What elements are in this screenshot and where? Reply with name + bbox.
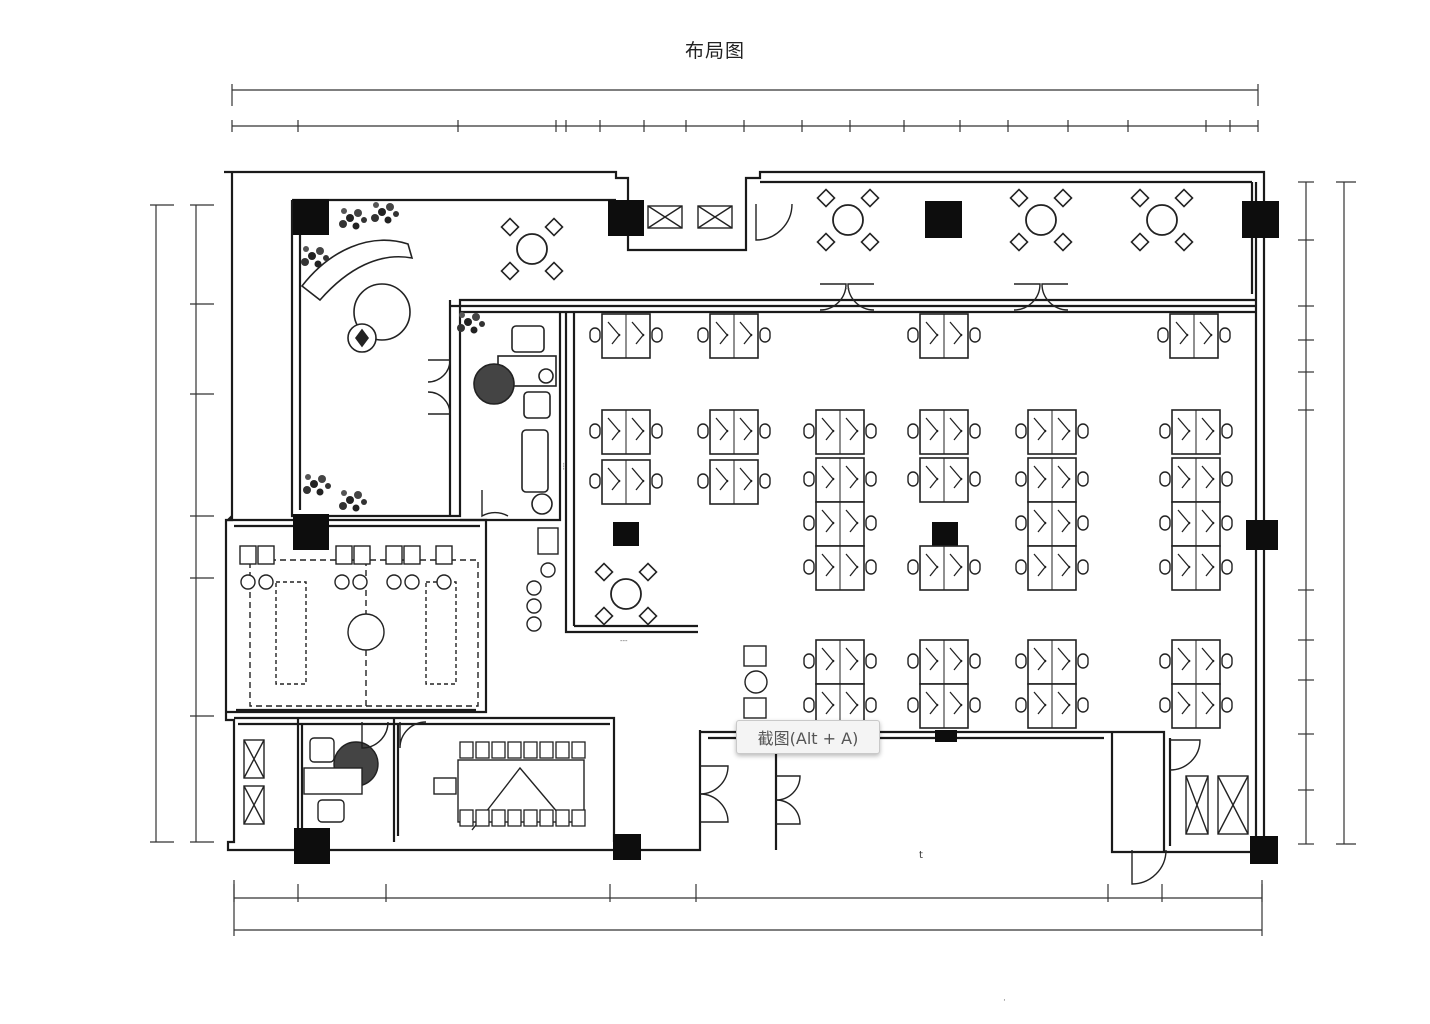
structural-columns bbox=[293, 199, 1279, 864]
walls bbox=[224, 170, 1266, 854]
workstation-desk bbox=[803, 501, 877, 547]
meeting-chair bbox=[335, 545, 353, 565]
conference-chair bbox=[507, 741, 522, 759]
conference-chair bbox=[459, 741, 474, 759]
lounge-furniture bbox=[300, 239, 414, 353]
workstation-desk bbox=[589, 313, 663, 359]
workstation-desk bbox=[589, 459, 663, 505]
meeting-stool bbox=[240, 574, 256, 590]
conference-chair bbox=[539, 809, 554, 827]
workstation-desk bbox=[803, 545, 877, 591]
meeting-room-furniture bbox=[239, 545, 479, 707]
meeting-stool bbox=[436, 574, 452, 590]
workstation-desks bbox=[589, 313, 1233, 729]
workstation-desk bbox=[1159, 457, 1233, 503]
doors bbox=[361, 203, 1201, 885]
lower-rooms-furniture bbox=[243, 205, 1249, 835]
workstation-desk bbox=[907, 457, 981, 503]
workstation-desk bbox=[907, 313, 981, 359]
meeting-stool bbox=[258, 574, 274, 590]
dimension-lines bbox=[150, 84, 1356, 936]
conference-chair bbox=[523, 741, 538, 759]
workstation-desk bbox=[1015, 501, 1089, 547]
plan-title: 布局图 bbox=[684, 40, 745, 62]
conference-chair bbox=[555, 809, 570, 827]
workstation-desk bbox=[1159, 501, 1233, 547]
workstation-desk bbox=[697, 409, 771, 455]
svg-text:t: t bbox=[919, 850, 923, 861]
workstation-desk bbox=[907, 683, 981, 729]
workstation-desk bbox=[907, 409, 981, 455]
conference-chair bbox=[571, 741, 586, 759]
conference-chair bbox=[539, 741, 554, 759]
conference-chair bbox=[571, 809, 586, 827]
workstation-desk bbox=[803, 409, 877, 455]
workstation-desk bbox=[907, 545, 981, 591]
conference-chair bbox=[475, 741, 490, 759]
workstation-desk bbox=[803, 639, 877, 685]
plan-markers: --- -- --- t bbox=[560, 285, 923, 861]
meeting-stool bbox=[334, 574, 350, 590]
conference-chair bbox=[555, 741, 570, 759]
workstation-desk bbox=[589, 409, 663, 455]
svg-text:--: -- bbox=[845, 285, 851, 293]
workstation-desk bbox=[697, 313, 771, 359]
conference-chair bbox=[491, 741, 506, 759]
svg-text:---: --- bbox=[620, 637, 628, 645]
workstation-desk bbox=[1015, 457, 1089, 503]
meeting-chair bbox=[403, 545, 421, 565]
meeting-chair bbox=[257, 545, 275, 565]
screenshot-tooltip: 截图(Alt + A) bbox=[736, 720, 880, 754]
workstation-desk bbox=[1015, 639, 1089, 685]
conference-chair bbox=[507, 809, 522, 827]
workstation-desk bbox=[1015, 683, 1089, 729]
manager-office-furniture bbox=[473, 325, 557, 515]
conference-chair bbox=[459, 809, 474, 827]
conference-chair bbox=[523, 809, 538, 827]
meeting-stool bbox=[352, 574, 368, 590]
workstation-desk bbox=[1015, 409, 1089, 455]
conference-chair bbox=[491, 809, 506, 827]
conference-chair bbox=[475, 809, 490, 827]
workstation-desk bbox=[907, 639, 981, 685]
workstation-desk bbox=[697, 459, 771, 505]
workstation-desk bbox=[1159, 639, 1233, 685]
workstation-desk bbox=[1157, 313, 1231, 359]
meeting-chair bbox=[385, 545, 403, 565]
meeting-chair bbox=[435, 545, 453, 565]
svg-text:---: --- bbox=[560, 462, 568, 470]
workstation-desk bbox=[1159, 683, 1233, 729]
workstation-desk bbox=[803, 457, 877, 503]
meeting-stool bbox=[386, 574, 402, 590]
meeting-chair bbox=[353, 545, 371, 565]
workstation-desk bbox=[1159, 545, 1233, 591]
workstation-desk bbox=[1159, 409, 1233, 455]
workstation-desk bbox=[1015, 545, 1089, 591]
meeting-chair bbox=[239, 545, 257, 565]
stray-mark: · bbox=[1003, 996, 1006, 1006]
meeting-stool bbox=[404, 574, 420, 590]
